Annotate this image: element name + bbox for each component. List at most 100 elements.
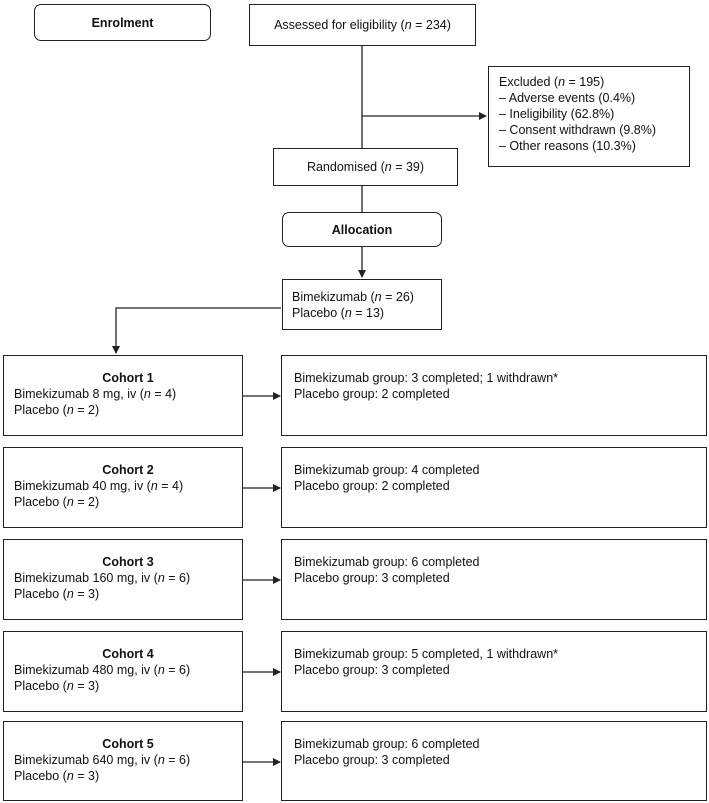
cohort-title: Cohort 3 <box>102 555 154 569</box>
outcome-bimekizumab: Bimekizumab group: 6 completed <box>294 737 480 751</box>
outcome-placebo: Placebo group: 3 completed <box>294 663 450 677</box>
cohort-dose-n: n <box>157 571 165 585</box>
cohort-dose-prefix: Bimekizumab 40 mg, iv ( <box>14 479 151 493</box>
cohort-dose-n: n <box>157 753 165 767</box>
cohort-dose: Bimekizumab 8 mg, iv (n = 4) <box>14 386 242 402</box>
cohort-dose-prefix: Bimekizumab 640 mg, iv ( <box>14 753 158 767</box>
cohort-placebo-n: n <box>66 587 74 601</box>
cohort-placebo-suffix: = 2) <box>73 403 100 417</box>
cohort-dose-prefix: Bimekizumab 8 mg, iv ( <box>14 387 144 401</box>
excluded-reason: – Consent withdrawn (9.8%) <box>499 123 657 137</box>
cohort-placebo-prefix: Placebo ( <box>14 769 67 783</box>
allocation-label: Allocation <box>331 222 393 237</box>
cohort-dose-n: n <box>143 387 151 401</box>
cohort-placebo-n: n <box>66 679 74 693</box>
cohort-placebo: Placebo (n = 2) <box>14 494 242 510</box>
cohort-dose-suffix: = 6) <box>164 571 191 585</box>
assessed-text: Assessed for eligibility (n = 234) <box>274 17 451 33</box>
randomised-prefix: Randomised ( <box>306 160 385 174</box>
allocation-label-box: Allocation <box>282 212 442 247</box>
cohort-placebo-prefix: Placebo ( <box>14 679 67 693</box>
allocated-bimekizumab: Bimekizumab (n = 26) <box>292 289 441 305</box>
excluded-reasons-list: – Adverse events (0.4%) – Ineligibility … <box>499 90 689 154</box>
cohort-dose: Bimekizumab 160 mg, iv (n = 6) <box>14 570 242 586</box>
cohort-title: Cohort 4 <box>102 647 154 661</box>
cohort-placebo: Placebo (n = 2) <box>14 402 242 418</box>
cohort-4-box: Cohort 4 Bimekizumab 480 mg, iv (n = 6) … <box>3 631 243 712</box>
cohort-placebo-prefix: Placebo ( <box>14 495 67 509</box>
enrolment-label: Enrolment <box>91 15 154 30</box>
cohort-2-outcome-box: Bimekizumab group: 4 completed Placebo g… <box>281 447 707 528</box>
cohort-dose-prefix: Bimekizumab 480 mg, iv ( <box>14 663 158 677</box>
cohort-placebo: Placebo (n = 3) <box>14 586 242 602</box>
cohort-placebo-suffix: = 3) <box>73 769 100 783</box>
excluded-reason: – Other reasons (10.3%) <box>499 139 636 153</box>
excluded-title-suffix: = 195) <box>565 75 605 89</box>
cohort-dose: Bimekizumab 40 mg, iv (n = 4) <box>14 478 242 494</box>
cohort-dose: Bimekizumab 640 mg, iv (n = 6) <box>14 752 242 768</box>
allocated-box: Bimekizumab (n = 26) Placebo (n = 13) <box>282 279 442 330</box>
allocated-placebo-prefix: Placebo ( <box>292 306 345 320</box>
outcome-placebo: Placebo group: 3 completed <box>294 753 450 767</box>
cohort-placebo-n: n <box>66 769 74 783</box>
allocated-placebo: Placebo (n = 13) <box>292 305 441 321</box>
randomised-n: n <box>384 160 392 174</box>
cohort-placebo: Placebo (n = 3) <box>14 768 242 784</box>
assessed-prefix: Assessed for eligibility ( <box>274 18 405 32</box>
outcome-placebo: Placebo group: 2 completed <box>294 479 450 493</box>
excluded-reason: – Adverse events (0.4%) <box>499 91 636 105</box>
cohort-placebo: Placebo (n = 3) <box>14 678 242 694</box>
cohort-title: Cohort 2 <box>102 463 154 477</box>
cohort-dose-suffix: = 6) <box>164 753 191 767</box>
cohort-5-outcome-box: Bimekizumab group: 6 completed Placebo g… <box>281 721 707 801</box>
excluded-title-prefix: Excluded ( <box>499 75 559 89</box>
cohort-5-box: Cohort 5 Bimekizumab 640 mg, iv (n = 6) … <box>3 721 243 801</box>
cohort-title: Cohort 5 <box>102 737 154 751</box>
cohort-dose-prefix: Bimekizumab 160 mg, iv ( <box>14 571 158 585</box>
cohort-placebo-suffix: = 3) <box>73 587 100 601</box>
allocated-bime-n: n <box>374 290 382 304</box>
allocated-bime-suffix: = 26) <box>381 290 414 304</box>
randomised-box: Randomised (n = 39) <box>273 148 458 186</box>
cohort-placebo-n: n <box>66 403 74 417</box>
cohort-dose-suffix: = 4) <box>150 387 177 401</box>
outcome-bimekizumab: Bimekizumab group: 6 completed <box>294 555 480 569</box>
allocated-placebo-n: n <box>344 306 352 320</box>
cohort-2-box: Cohort 2 Bimekizumab 40 mg, iv (n = 4) P… <box>3 447 243 528</box>
excluded-title: Excluded (n = 195) <box>499 74 689 90</box>
cohort-3-box: Cohort 3 Bimekizumab 160 mg, iv (n = 6) … <box>3 539 243 620</box>
cohort-placebo-suffix: = 3) <box>73 679 100 693</box>
assessed-n: n <box>404 18 412 32</box>
allocated-bime-prefix: Bimekizumab ( <box>292 290 375 304</box>
excluded-reason: – Ineligibility (62.8%) <box>499 107 615 121</box>
cohort-dose: Bimekizumab 480 mg, iv (n = 6) <box>14 662 242 678</box>
cohort-placebo-n: n <box>66 495 74 509</box>
cohort-placebo-suffix: = 2) <box>73 495 100 509</box>
excluded-box: Excluded (n = 195) – Adverse events (0.4… <box>488 66 690 167</box>
randomised-suffix: = 39) <box>391 160 425 174</box>
outcome-placebo: Placebo group: 3 completed <box>294 571 450 585</box>
cohort-dose-suffix: = 6) <box>164 663 191 677</box>
outcome-placebo: Placebo group: 2 completed <box>294 387 450 401</box>
cohort-dose-suffix: = 4) <box>157 479 184 493</box>
excluded-n: n <box>558 75 566 89</box>
cohort-1-box: Cohort 1 Bimekizumab 8 mg, iv (n = 4) Pl… <box>3 355 243 436</box>
cohort-3-outcome-box: Bimekizumab group: 6 completed Placebo g… <box>281 539 707 620</box>
cohort-placebo-prefix: Placebo ( <box>14 587 67 601</box>
cohort-dose-n: n <box>157 663 165 677</box>
cohort-4-outcome-box: Bimekizumab group: 5 completed, 1 withdr… <box>281 631 707 712</box>
outcome-bimekizumab: Bimekizumab group: 5 completed, 1 withdr… <box>294 647 559 661</box>
cohort-title: Cohort 1 <box>102 371 154 385</box>
allocated-placebo-suffix: = 13) <box>351 306 385 320</box>
randomised-text: Randomised (n = 39) <box>307 159 424 175</box>
cohort-1-outcome-box: Bimekizumab group: 3 completed; 1 withdr… <box>281 355 707 436</box>
outcome-bimekizumab: Bimekizumab group: 4 completed <box>294 463 480 477</box>
assessed-suffix: = 234) <box>411 18 451 32</box>
cohort-placebo-prefix: Placebo ( <box>14 403 67 417</box>
connector-allocated-to-cohorts <box>112 307 281 354</box>
assessed-box: Assessed for eligibility (n = 234) <box>249 4 476 46</box>
cohort-dose-n: n <box>150 479 158 493</box>
outcome-bimekizumab: Bimekizumab group: 3 completed; 1 withdr… <box>294 371 559 385</box>
enrolment-label-box: Enrolment <box>34 4 211 41</box>
